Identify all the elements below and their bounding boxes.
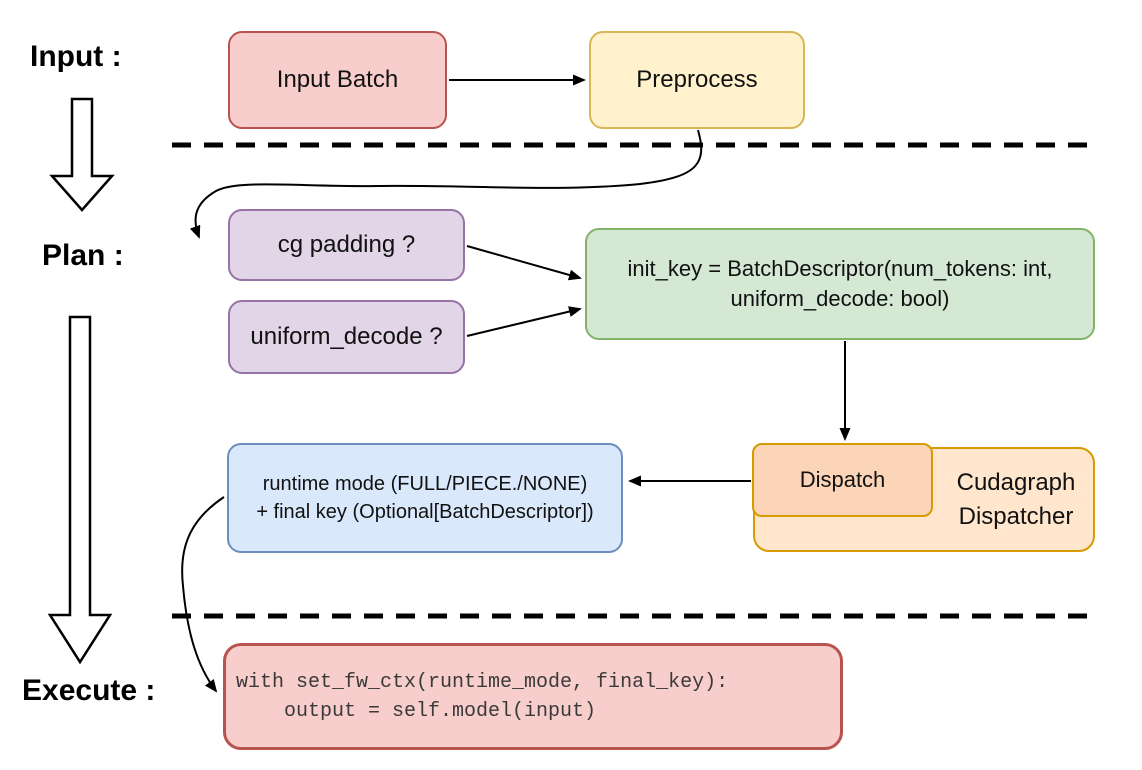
node-execute-code: with set_fw_ctx(runtime_mode, final_key)… — [223, 643, 843, 750]
stage-label-plan: Plan : — [42, 239, 124, 272]
node-preprocess: Preprocess — [589, 31, 805, 129]
node-runtime-mode-line1: runtime mode (FULL/PIECE./NONE) — [262, 473, 588, 495]
edge-runtime-mode-to-execute-code — [181, 496, 225, 693]
cudagraph-line2: Dispatcher — [958, 502, 1074, 530]
node-init-key-line1: init_key = BatchDescriptor(num_tokens: i… — [627, 256, 1053, 282]
edge-cg-padding-to-init-key — [466, 245, 582, 281]
node-uniform-decode-label: uniform_decode ? — [250, 322, 443, 350]
node-cg-padding-label: cg padding ? — [277, 230, 416, 258]
node-runtime-mode-line2: + final key (Optional[BatchDescriptor]) — [256, 501, 594, 523]
stage-label-execute: Execute : — [22, 674, 156, 707]
node-uniform-decode: uniform_decode ? — [228, 300, 465, 374]
node-runtime-mode: runtime mode (FULL/PIECE./NONE) + final … — [227, 443, 623, 553]
node-input-batch: Input Batch — [228, 31, 447, 129]
node-init-key-line2: uniform_decode: bool) — [730, 286, 950, 311]
stage-arrow-plan-to-execute-icon — [47, 315, 113, 665]
stage-arrow-input-to-plan-icon — [49, 97, 115, 212]
execute-code-line2: output = self.model(input) — [236, 699, 597, 723]
node-cg-padding: cg padding ? — [228, 209, 465, 281]
edge-uniform-decode-to-init-key — [466, 306, 582, 337]
stage-label-input: Input : — [30, 40, 122, 73]
node-dispatch-label: Dispatch — [799, 467, 886, 493]
cudagraph-line1: Cudagraph — [956, 468, 1076, 496]
node-dispatch: Dispatch — [752, 443, 933, 517]
node-preprocess-label: Preprocess — [636, 65, 758, 93]
node-init-key: init_key = BatchDescriptor(num_tokens: i… — [585, 228, 1095, 340]
node-input-batch-label: Input Batch — [276, 65, 399, 93]
node-cudagraph-dispatcher-label: Cudagraph Dispatcher — [937, 449, 1095, 550]
execute-code-line1: with set_fw_ctx(runtime_mode, final_key)… — [236, 670, 729, 694]
